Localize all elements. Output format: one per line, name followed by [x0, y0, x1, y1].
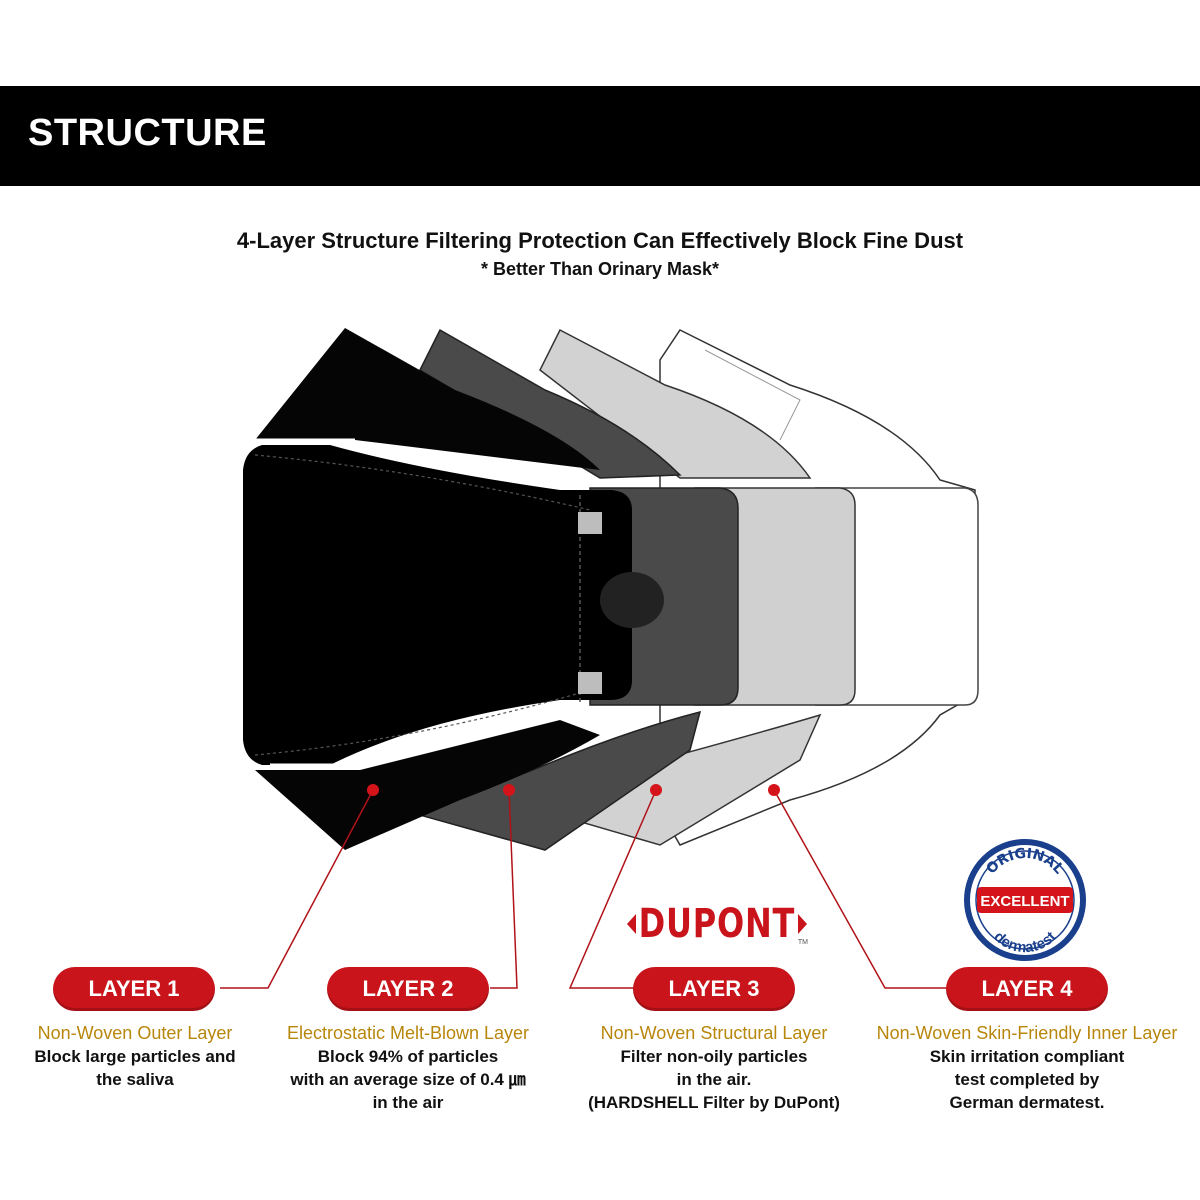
layer-4-body: Skin irritation compliant test completed… — [929, 1047, 1125, 1112]
dupont-oval-icon — [627, 914, 807, 934]
page-title: STRUCTURE — [28, 112, 267, 154]
layer-3-body: Filter non-oily particles in the air. (H… — [588, 1047, 840, 1112]
layer-3-description: Non-Woven Structural Layer Filter non-oi… — [564, 1022, 864, 1114]
layer-3-subtitle: Non-Woven Structural Layer — [600, 1023, 828, 1043]
mask-layer-1-shape — [243, 328, 664, 850]
dermatest-excellent-text: EXCELLENT — [980, 893, 1069, 910]
layer-1-badge: LAYER 1 — [53, 967, 215, 1011]
subheadline: * Better Than Orinary Mask* — [480, 259, 720, 279]
marker-dot-4 — [768, 784, 780, 796]
layer-1-subtitle: Non-Woven Outer Layer — [37, 1023, 233, 1043]
dupont-trademark: TM — [797, 939, 808, 946]
leader-line-1 — [220, 789, 374, 989]
marker-dot-1 — [367, 784, 379, 796]
leader-line-3 — [568, 789, 657, 989]
layer-1-description: Non-Woven Outer Layer Block large partic… — [0, 1022, 285, 1091]
layer-2-badge: LAYER 2 — [327, 967, 489, 1011]
header-banner: STRUCTURE — [0, 86, 1200, 186]
layer-2-body: Block 94% of particles with an average s… — [290, 1047, 526, 1112]
headline: 4-Layer Structure Filtering Protection C… — [236, 228, 964, 253]
layer-4-subtitle: Non-Woven Skin-Friendly Inner Layer — [876, 1023, 1178, 1043]
dupont-logo: DUPONT TM — [622, 900, 812, 948]
dupont-wordmark: DUPONT — [638, 901, 796, 947]
layer-4-badge: LAYER 4 — [946, 967, 1108, 1011]
layer-1-body: Block large particles and the saliva — [34, 1047, 236, 1089]
marker-dot-2 — [503, 784, 515, 796]
leader-line-4 — [773, 789, 948, 989]
dermatest-seal-icon: ORIGINAL EXCELLENT dermatest — [964, 839, 1086, 961]
layer-2-subtitle: Electrostatic Melt-Blown Layer — [286, 1023, 530, 1043]
marker-dot-3 — [650, 784, 662, 796]
leader-line-2 — [490, 789, 518, 989]
layer-3-badge: LAYER 3 — [633, 967, 795, 1011]
layer-4-description: Non-Woven Skin-Friendly Inner Layer Skin… — [862, 1022, 1192, 1114]
layer-2-description: Electrostatic Melt-Blown Layer Block 94%… — [258, 1022, 558, 1114]
